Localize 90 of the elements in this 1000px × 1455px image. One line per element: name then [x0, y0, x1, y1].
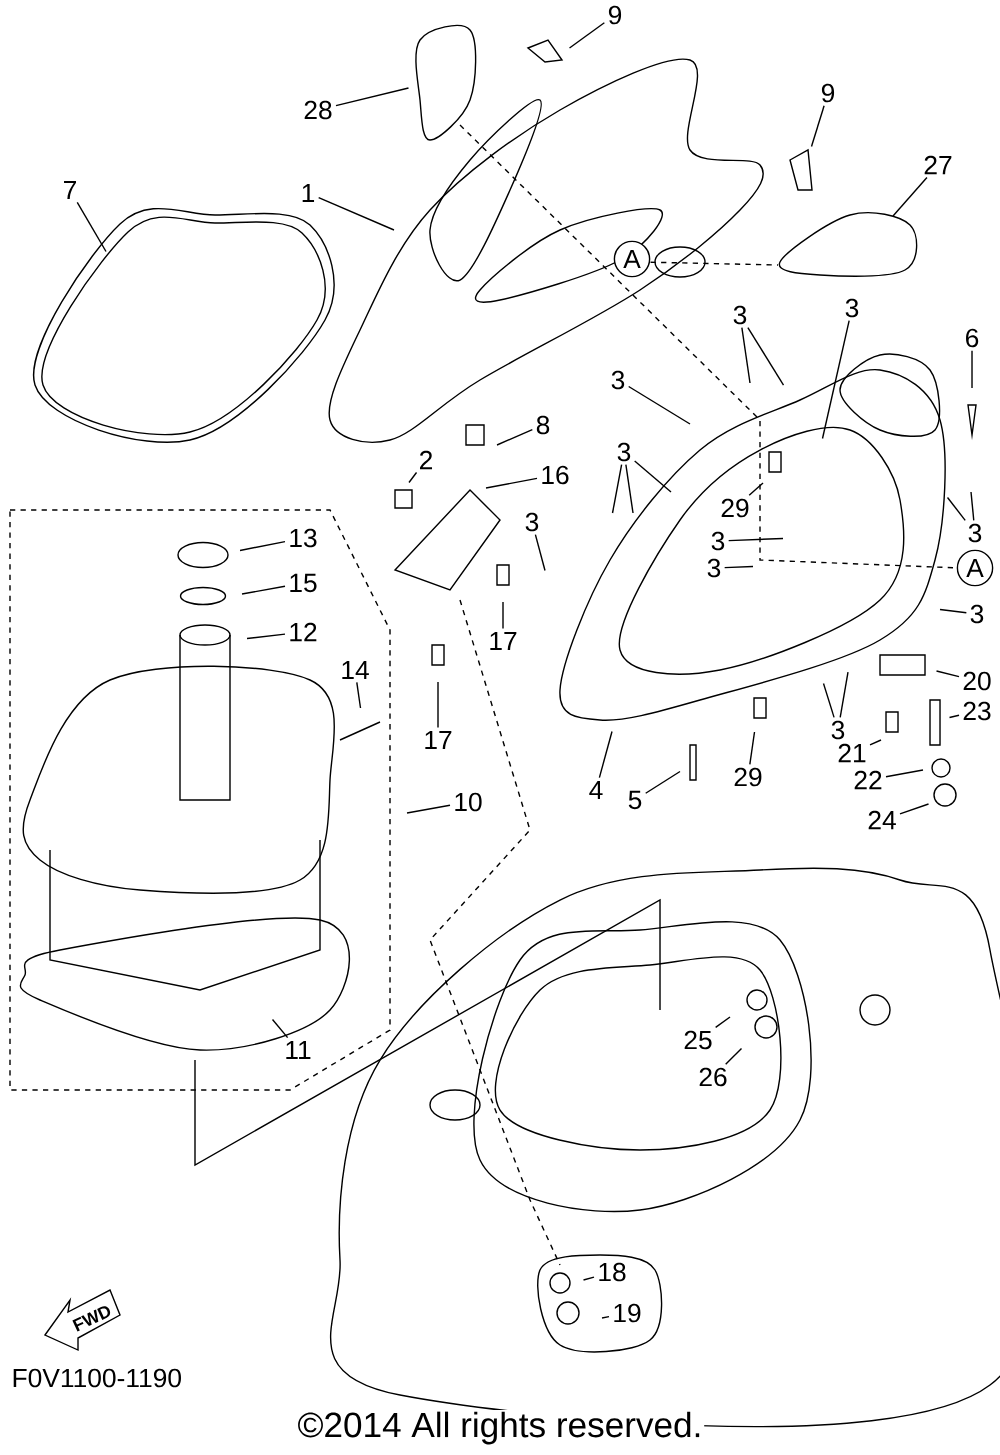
callout-number: 4 — [589, 780, 603, 800]
callout-number: 3 — [617, 442, 631, 462]
callout-number: 7 — [64, 180, 76, 200]
callout-number: 9 — [608, 5, 622, 25]
leader-line — [437, 681, 439, 729]
callout-number: 3 — [845, 298, 859, 318]
leader-line — [644, 770, 681, 794]
callout-number: 2 — [420, 450, 432, 470]
leader-line — [946, 496, 966, 522]
callout-number: 3 — [831, 720, 845, 740]
callout-number: 10 — [455, 792, 482, 812]
leader-line — [727, 537, 784, 542]
callout-number: 1 — [302, 183, 315, 203]
leader-line — [810, 104, 825, 148]
callout-number: 22 — [854, 770, 882, 790]
leader-line — [568, 22, 606, 49]
leader-line — [356, 681, 362, 709]
leader-line — [899, 803, 930, 815]
callout-number: 20 — [963, 671, 991, 691]
callout-number: 5 — [628, 790, 642, 810]
leader-line — [271, 1018, 289, 1039]
callout-number: 27 — [924, 155, 952, 175]
copyright-note: ©2014 All rights reserved. — [295, 1409, 705, 1447]
leader-line — [239, 540, 286, 552]
callout-number: 15 — [290, 573, 317, 593]
leader-line — [971, 349, 973, 389]
leader-line — [724, 1047, 743, 1066]
leader-line — [534, 533, 546, 572]
callout-number: 3 — [970, 604, 984, 624]
callout-number: 25 — [684, 1030, 712, 1050]
leader-line — [741, 326, 751, 384]
leader-line — [714, 1016, 731, 1029]
drawing-code: F0V1100-1190 — [13, 1368, 181, 1388]
leader-line — [406, 804, 451, 814]
callout-number: 9 — [821, 83, 835, 103]
leader-line — [935, 670, 960, 678]
leader-line — [598, 730, 613, 779]
leader-line — [625, 463, 634, 514]
leader-line — [748, 482, 764, 497]
leader-line — [723, 565, 754, 569]
callout-number: 13 — [290, 528, 317, 548]
leader-line — [885, 769, 924, 778]
callout-number: 29 — [721, 498, 749, 518]
leader-line — [582, 1276, 595, 1281]
leader-line — [839, 671, 849, 719]
callout-number: 11 — [286, 1040, 311, 1060]
callout-number: 3 — [733, 305, 747, 325]
node-label: A — [966, 558, 984, 578]
leader-line — [869, 739, 882, 746]
leader-line — [939, 608, 968, 614]
leader-line — [747, 326, 785, 386]
callout-number: 8 — [536, 415, 550, 435]
callout-number: 3 — [711, 531, 725, 551]
leader-line — [317, 196, 395, 231]
leader-line — [502, 601, 504, 630]
callout-number: 3 — [968, 523, 982, 543]
callout-number: 16 — [542, 465, 569, 485]
leader-line — [408, 471, 418, 484]
callout-number: 24 — [868, 810, 896, 830]
callout-number: 18 — [599, 1262, 626, 1282]
leader-line — [76, 201, 107, 253]
leader-line — [485, 477, 538, 489]
callout-number: 3 — [525, 512, 539, 532]
leader-line — [892, 176, 928, 217]
callout-number: 26 — [699, 1067, 727, 1087]
callout-number: 19 — [614, 1303, 641, 1323]
callout-number: 17 — [490, 631, 517, 651]
callout-number: 3 — [707, 558, 721, 578]
leader-line — [611, 463, 623, 514]
leader-line — [246, 633, 286, 640]
leader-line — [970, 491, 975, 522]
callout-number: 29 — [734, 767, 762, 787]
callout-number: 6 — [966, 328, 979, 348]
leader-line — [633, 460, 672, 493]
callout-number: 17 — [425, 730, 452, 750]
callout-number: 23 — [963, 701, 991, 721]
leader-line — [601, 1315, 610, 1319]
callout-number: 28 — [304, 100, 332, 120]
callout-number: 3 — [611, 370, 625, 390]
leader-line — [496, 428, 534, 446]
leader-line — [822, 682, 835, 719]
callout-number: 21 — [838, 743, 866, 763]
callout-number: 14 — [342, 660, 369, 680]
callout-number: 12 — [290, 622, 317, 642]
leader-line — [948, 714, 960, 719]
leader-line — [821, 319, 850, 440]
leader-line — [241, 585, 286, 595]
leader-line — [627, 385, 691, 425]
leader-line — [335, 87, 410, 107]
leader-line — [749, 731, 756, 766]
